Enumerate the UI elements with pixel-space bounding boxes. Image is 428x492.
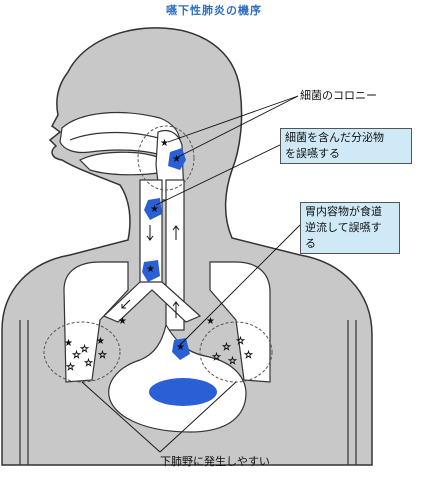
diagram-title: 嚥下性肺炎の機序 <box>166 4 262 17</box>
secretion-aspiration-box: 細菌を含んだ分泌物 を誤嚥する <box>280 128 412 164</box>
lower-lung-label: 下肺野に発生しやすい <box>160 455 270 468</box>
star-outline-icon: ☆ <box>222 342 231 353</box>
star-icon: ★ <box>176 342 185 353</box>
star-icon: ★ <box>160 138 169 149</box>
bacteria-patch <box>144 198 162 220</box>
star-icon: ★ <box>206 316 215 327</box>
gastric-line-3: る <box>305 237 316 250</box>
black-stars: ★ ★ ★ ★ ★ ★ ★ ★ ★ <box>64 138 215 353</box>
pharynx-colony-circle <box>137 125 195 191</box>
star-outline-icon: ☆ <box>228 356 237 367</box>
left-lower-lung-circle <box>43 321 121 383</box>
star-outline-icon: ☆ <box>66 362 75 373</box>
bacteria-patch <box>172 338 190 360</box>
left-lung <box>63 261 129 383</box>
gastric-reflux-box: 胃内容物が食道 逆流して誤嚥す る <box>300 202 400 254</box>
white-stars: ☆ ☆ ☆ ☆ ☆ ☆ ☆ ☆ ☆ ☆ <box>66 336 254 374</box>
star-icon: ★ <box>172 154 181 165</box>
star-outline-icon: ☆ <box>84 358 93 369</box>
flow-arrows <box>121 225 180 318</box>
leader-lines <box>81 95 301 453</box>
star-outline-icon: ☆ <box>236 336 245 347</box>
star-outline-icon: ☆ <box>212 352 221 363</box>
secretion-line-1: 細菌を含んだ分泌物 <box>285 131 384 144</box>
star-icon: ★ <box>118 316 127 327</box>
star-icon: ★ <box>150 204 159 215</box>
star-icon: ★ <box>146 264 155 275</box>
bacteria-patch <box>168 148 186 170</box>
gastric-line-1: 胃内容物が食道 <box>305 205 382 218</box>
gastric-contents <box>149 378 217 406</box>
colony-label: 細菌のコロニー <box>300 89 377 102</box>
star-outline-icon: ☆ <box>80 344 89 355</box>
secretion-line-2: を誤嚥する <box>285 147 340 160</box>
star-outline-icon: ☆ <box>72 350 81 361</box>
left-arm <box>19 320 29 465</box>
star-icon: ★ <box>96 336 105 347</box>
star-outline-icon: ☆ <box>98 350 107 361</box>
bacteria-patch <box>142 260 160 282</box>
right-lung <box>209 261 271 383</box>
right-arm <box>347 320 357 465</box>
palate <box>69 131 166 141</box>
star-outline-icon: ☆ <box>244 350 253 361</box>
gastric-line-2: 逆流して誤嚥す <box>305 221 382 234</box>
bacteria-patches <box>142 148 190 360</box>
star-icon: ★ <box>64 338 73 349</box>
